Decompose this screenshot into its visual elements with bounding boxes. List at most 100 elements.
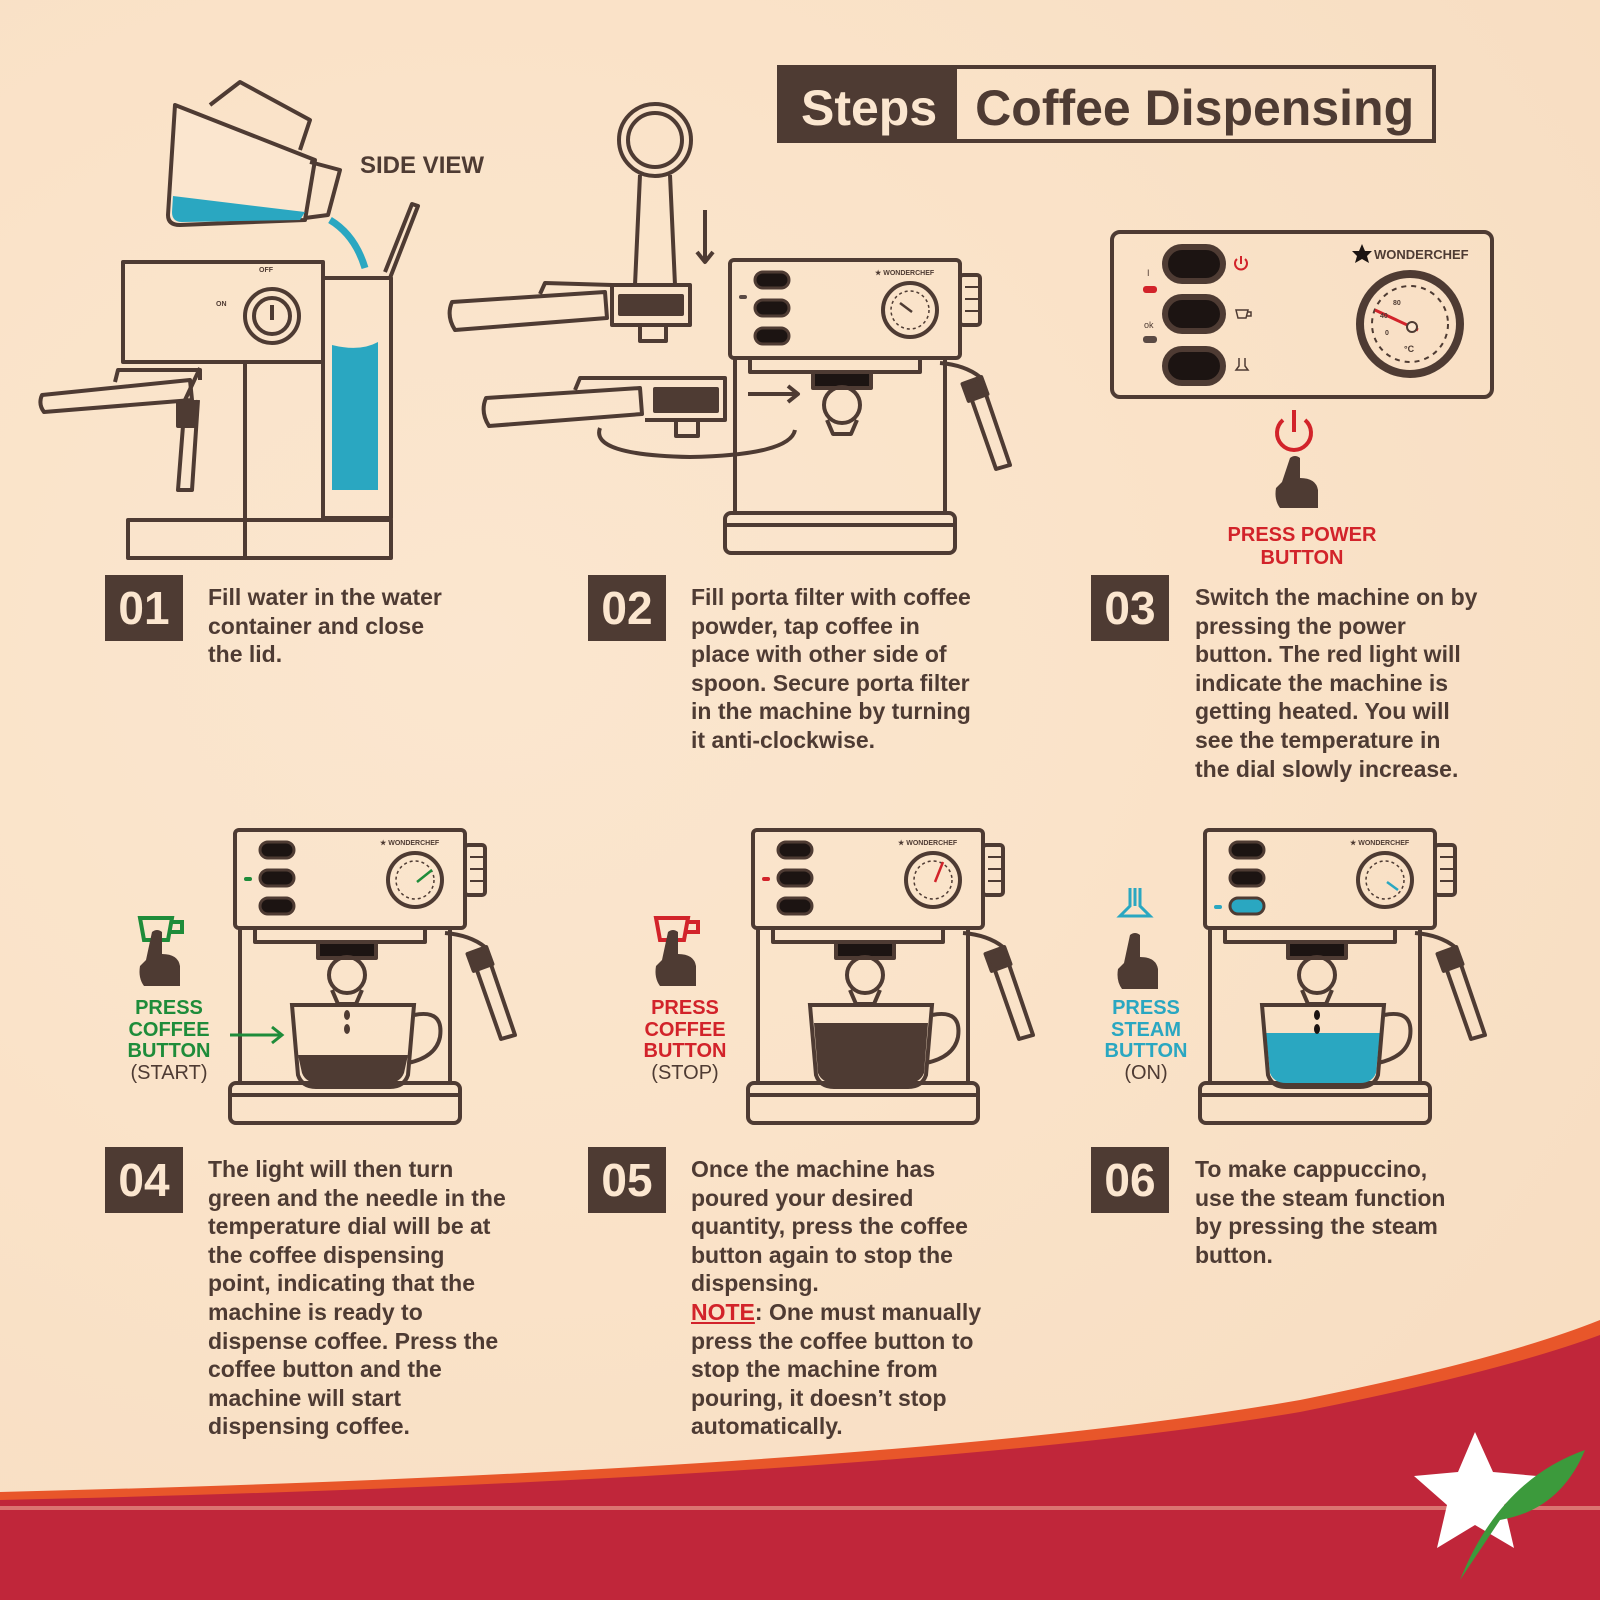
step-number-06: 06 (1091, 1147, 1169, 1213)
power-button (1228, 840, 1266, 860)
temperature-dial (1356, 270, 1464, 378)
pointing-hand-icon (139, 930, 180, 986)
side-view-label: SIDE VIEW (360, 152, 485, 179)
pointing-hand-icon (1275, 456, 1318, 508)
step5-text: Once the machine has poured your desired… (691, 1156, 982, 1440)
step3-text: Switch the machine on by pressing the po… (1195, 584, 1478, 782)
indicator-light (244, 877, 252, 881)
drip-tray (723, 511, 957, 555)
control-panel-illustration (1110, 230, 1494, 508)
temperature-dial (386, 851, 444, 909)
steam-button (753, 326, 791, 346)
power-button (753, 270, 791, 290)
steam-wand (962, 931, 1035, 1041)
pointing-hand-icon (655, 930, 696, 986)
coffee-button (258, 868, 296, 888)
indicator-light (739, 295, 747, 299)
power-button (776, 840, 814, 860)
steam-button (258, 896, 296, 916)
steam-wand (444, 931, 517, 1041)
step2-text: Fill porta filter with coffee powder, ta… (691, 584, 971, 753)
press-power-label: PRESS POWER BUTTON (1227, 524, 1377, 569)
green-cup-icon (137, 916, 184, 942)
dial-needle (933, 861, 945, 883)
stop-sub-label: (STOP) (651, 1061, 719, 1084)
power-button (1162, 244, 1226, 284)
brand-text: ★ WONDERCHEF (380, 839, 440, 847)
brand-logo-text: WONDERCHEF (1374, 247, 1469, 262)
kettle-handle (208, 80, 312, 151)
cup-icon (1235, 309, 1252, 319)
dial-unit: °C (1404, 344, 1415, 354)
dial-needle (1386, 880, 1399, 892)
steam-button (1228, 896, 1266, 916)
tank-lid (383, 202, 420, 279)
steam-wand (1414, 931, 1487, 1041)
steam-button (776, 896, 814, 916)
light-label-on: I (1147, 268, 1150, 278)
brand-text: ★ WONDERCHEF (875, 269, 935, 277)
porta-filter (38, 378, 194, 414)
dial-needle (416, 869, 433, 883)
dial-needle (899, 302, 913, 313)
tank-water (332, 342, 378, 490)
porta-filter-top (447, 290, 609, 332)
steam-button (1162, 346, 1226, 386)
kettle-body (166, 103, 317, 227)
steps-label: Steps (781, 69, 958, 139)
coffee-button (1162, 294, 1226, 334)
on-sub-label: (ON) (1124, 1061, 1168, 1084)
temperature-dial (904, 851, 962, 909)
press-coffee-start-label: PRESS COFFEE BUTTON(START) (127, 997, 211, 1084)
portafilter-illustration (447, 102, 800, 459)
steam-icon (1234, 358, 1250, 371)
step-number-03: 03 (1091, 575, 1169, 641)
step4-text: The light will then turn green and the n… (208, 1156, 506, 1440)
side-view-machine-illustration (38, 80, 420, 560)
espresso-machine-illustration: ★ WONDERCHEF (746, 828, 1035, 1125)
espresso-machine-illustration: ★ WONDERCHEF (228, 828, 517, 1125)
cup (289, 1003, 443, 1089)
switch-off-label: OFF (259, 267, 273, 274)
drip-tray (126, 518, 393, 560)
press-coffee-stop-label: PRESS COFFEE BUTTON(STOP) (643, 997, 727, 1084)
wonderchef-star-icon (1352, 244, 1372, 263)
step6-text: To make cappuccino, use the steam functi… (1195, 1156, 1446, 1268)
cup (807, 1003, 961, 1089)
water-in-kettle (172, 196, 305, 222)
note-label: NOTE (691, 1298, 755, 1325)
espresso-machine-illustration: ★ WONDERCHEF (723, 258, 1012, 555)
dial-tick-40: 40 (1380, 313, 1388, 320)
wonderchef-logo (1414, 1432, 1585, 1580)
dial-tick-0: 0 (1385, 330, 1389, 337)
press-icons (137, 888, 1158, 1045)
note-text: : One must manually press the coffee but… (691, 1298, 982, 1440)
pointing-hand-icon (1117, 933, 1158, 989)
brand-text: ★ WONDERCHEF (1350, 839, 1410, 847)
porta-filter-bottom (481, 386, 644, 428)
steam-wand (939, 361, 1012, 471)
green-arrow-icon (230, 1025, 285, 1045)
start-sub-label: (START) (130, 1061, 208, 1084)
coffee-button (776, 868, 814, 888)
coffee-drops (344, 1010, 350, 1034)
indicator-light (762, 877, 770, 881)
page-header: Steps Coffee Dispensing (777, 65, 1437, 143)
rotate-arrow (597, 427, 797, 459)
brand-text: ★ WONDERCHEF (898, 839, 958, 847)
tamper-top (617, 102, 693, 178)
step-number-02: 02 (588, 575, 666, 641)
red-cup-icon (653, 916, 700, 942)
ok-light (1143, 336, 1157, 343)
step-number-01: 01 (105, 575, 183, 641)
page-title: Coffee Dispensing (975, 80, 1415, 136)
light-label-ok: ok (1144, 320, 1154, 330)
coffee-drops (1314, 1010, 1320, 1034)
kettle-spout (304, 160, 342, 220)
step-number-04: 04 (105, 1147, 183, 1213)
steam-wand (176, 367, 202, 492)
press-steam-label: PRESS STEAM BUTTON(ON) (1104, 997, 1188, 1084)
temperature-dial (881, 281, 939, 339)
power-button (258, 840, 296, 860)
large-power-icon (1275, 410, 1313, 452)
